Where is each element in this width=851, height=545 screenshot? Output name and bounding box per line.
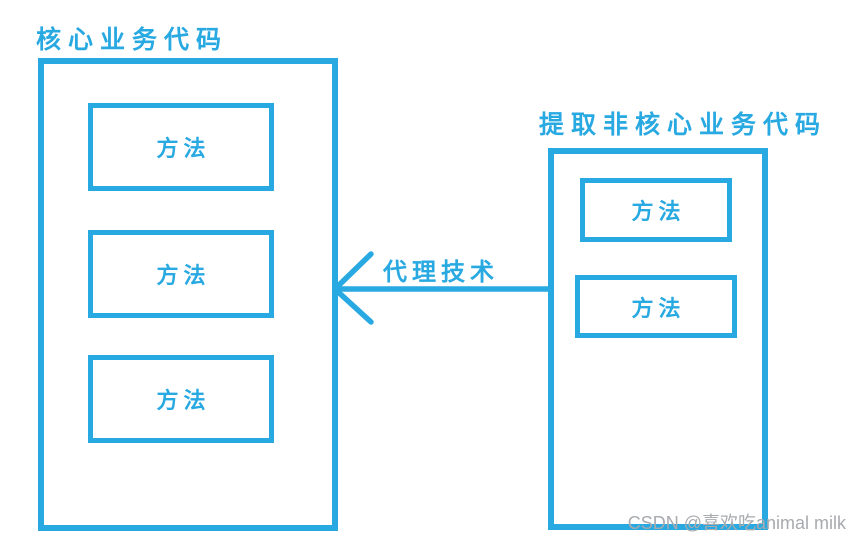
method-box: 方法 — [580, 178, 732, 242]
method-box: 方法 — [88, 103, 274, 191]
core-code-box: 方法 方法 方法 — [38, 58, 338, 531]
extracted-code-title: 提取非核心业务代码 — [539, 110, 828, 139]
watermark: CSDN @喜欢吃animal milk — [627, 513, 846, 533]
core-code-title: 核心业务代码 — [36, 25, 229, 54]
method-label: 方法 — [631, 296, 686, 322]
method-box: 方法 — [88, 355, 274, 443]
method-label: 方法 — [156, 264, 211, 289]
method-box: 方法 — [575, 275, 737, 338]
method-label: 方法 — [156, 389, 211, 414]
arrow-label: 代理技术 — [383, 258, 499, 286]
method-box: 方法 — [88, 230, 274, 318]
method-label: 方法 — [156, 137, 211, 162]
extracted-code-box: 方法 方法 — [548, 148, 768, 530]
method-label: 方法 — [631, 200, 686, 225]
